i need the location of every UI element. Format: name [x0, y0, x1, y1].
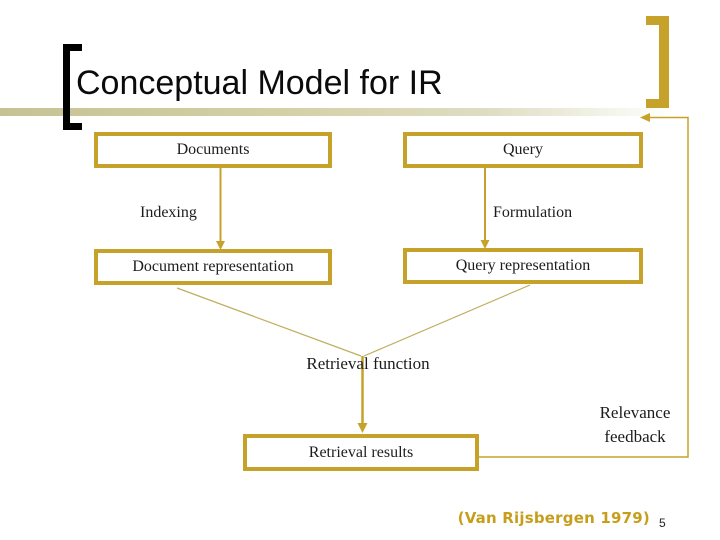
- node-label: Query: [503, 141, 543, 158]
- title-divider-bar: [0, 108, 694, 116]
- page-number: 5: [659, 516, 666, 530]
- query-representation-to-function-line: [363, 284, 531, 357]
- citation-text: (Van Rijsbergen 1979): [457, 509, 650, 527]
- relevance-feedback-loop-line: [479, 116, 689, 458]
- node-retrieval-results: Retrieval results: [243, 434, 479, 471]
- right-bracket-decoration: [646, 16, 669, 108]
- node-label: Retrieval results: [308, 443, 414, 461]
- node-query: Query: [403, 132, 643, 168]
- edge-label-indexing: Indexing: [140, 204, 197, 221]
- node-query-representation: Query representation: [403, 248, 643, 284]
- node-label: Documents: [176, 141, 250, 158]
- edge-label-formulation: Formulation: [493, 204, 573, 221]
- edge-label-retrieval-function: Retrieval function: [306, 354, 430, 373]
- doc-representation-to-function-line: [176, 287, 362, 357]
- node-document-representation: Document representation: [94, 249, 332, 285]
- left-bracket-decoration: [63, 44, 82, 130]
- node-documents: Documents: [94, 132, 332, 168]
- arrowhead-down-icon: [480, 240, 490, 249]
- arrowhead-down-icon: [216, 241, 225, 250]
- arrowhead-left-icon: [640, 113, 650, 122]
- page-title: Conceptual Model for IR: [76, 64, 443, 102]
- arrowhead-down-icon: [357, 423, 368, 433]
- edge-label-relevance-feedback: Relevance feedback: [599, 403, 671, 446]
- node-label: Query representation: [455, 257, 591, 274]
- node-label: Document representation: [132, 258, 294, 275]
